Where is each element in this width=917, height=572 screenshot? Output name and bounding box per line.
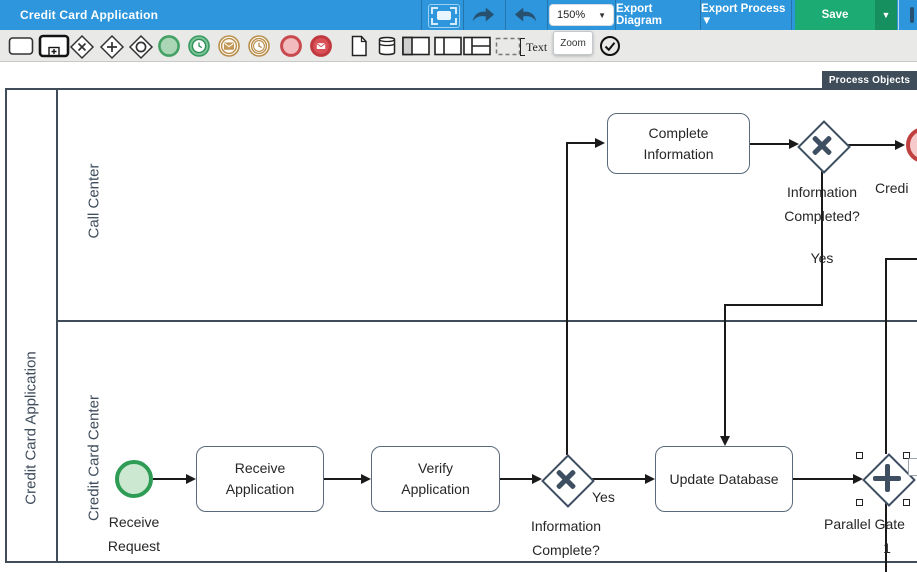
- pool-left-border: [5, 88, 7, 563]
- context-pad-partial[interactable]: [908, 458, 917, 476]
- header-overflow-button[interactable]: [898, 0, 917, 30]
- pool-tool[interactable]: [401, 34, 431, 63]
- undo-button[interactable]: [514, 6, 538, 29]
- arrowhead: [361, 474, 371, 484]
- start-event-icon: [158, 35, 180, 57]
- check-circle-icon: [600, 36, 620, 56]
- label-end-event: Credi: [875, 180, 909, 196]
- zoom-level-select[interactable]: 150% ▼: [549, 4, 614, 26]
- selection-handle[interactable]: [903, 499, 910, 506]
- task-complete-information[interactable]: Complete Information: [607, 113, 750, 174]
- lane-label-call-center: Call Center: [85, 163, 103, 239]
- database-tool[interactable]: [375, 34, 399, 63]
- pool-icon: [402, 36, 430, 56]
- diagram-canvas[interactable]: Process Objects Credit Card Application …: [0, 62, 917, 572]
- caret-down-icon: ▼: [881, 10, 891, 20]
- selection-handle[interactable]: [856, 452, 863, 459]
- end-event-icon: [280, 35, 302, 57]
- label-information-complete: Information Complete?: [530, 518, 602, 558]
- pool-top-border: [5, 88, 917, 90]
- arrowhead: [895, 140, 905, 150]
- save-dropdown-button[interactable]: ▼: [875, 0, 897, 30]
- undo-arrow-icon: [514, 7, 537, 22]
- task-icon: [8, 37, 34, 55]
- label-information-completed: Information Completed?: [784, 184, 860, 224]
- label-yes-lower: Yes: [592, 489, 615, 505]
- subprocess-icon: [38, 34, 70, 58]
- timer-intermediate-event-tool[interactable]: [247, 34, 271, 63]
- text-annotation-icon: [520, 38, 525, 56]
- message-intermediate-event-icon: [218, 35, 240, 57]
- text-annotation-tool[interactable]: Text: [520, 38, 547, 56]
- pool-label: Credit Card Application: [22, 351, 40, 505]
- message-end-event-icon: [310, 35, 332, 57]
- start-event-tool[interactable]: [157, 34, 181, 63]
- selection-handle[interactable]: [903, 452, 910, 459]
- arrowhead: [186, 474, 196, 484]
- export-diagram-button[interactable]: Export Diagram: [616, 3, 663, 27]
- task-update-database[interactable]: Update Database: [655, 446, 793, 512]
- zoom-level-value: 150%: [557, 9, 586, 21]
- task-tool[interactable]: [8, 34, 34, 63]
- save-button[interactable]: Save: [795, 0, 875, 30]
- document-icon: [351, 35, 367, 57]
- label-receive-request: Receive Request: [107, 514, 161, 554]
- group-tool[interactable]: [495, 37, 521, 61]
- arrowhead: [720, 436, 730, 446]
- document-tool[interactable]: [347, 34, 371, 63]
- validate-tool[interactable]: [598, 34, 622, 63]
- label-parallel-gateway-2: 1: [883, 540, 891, 556]
- task-verify-application[interactable]: Verify Application: [371, 446, 500, 512]
- parallel-gateway-icon: [99, 34, 125, 60]
- label-yes-upper: Yes: [810, 250, 834, 266]
- diagram-title: Credit Card Application: [20, 8, 159, 22]
- timer-intermediate-event-icon: [248, 35, 270, 57]
- pool-lanes-icon: [463, 36, 491, 56]
- subprocess-tool[interactable]: [38, 34, 70, 63]
- timer-start-event-icon: [188, 35, 210, 57]
- caret-down-icon: ▼: [598, 10, 606, 20]
- pool-columns-icon: [434, 36, 462, 56]
- lane-divider: [56, 320, 917, 322]
- arrowhead: [645, 474, 655, 484]
- header-bar: Credit Card Application 150% ▼ Export Di…: [0, 0, 917, 30]
- fit-to-screen-button[interactable]: [428, 4, 460, 28]
- pool-bottom-border: [5, 561, 917, 563]
- exclusive-gateway-tool[interactable]: [69, 34, 95, 65]
- inclusive-gateway-icon: [128, 34, 154, 60]
- fullscreen-icon: [431, 7, 438, 14]
- end-event[interactable]: [906, 127, 917, 163]
- pool-lanes-tool[interactable]: [462, 34, 492, 63]
- task-receive-application[interactable]: Receive Application: [196, 446, 324, 512]
- partial-icon: [910, 7, 914, 23]
- arrowhead: [853, 474, 863, 484]
- redo-button[interactable]: [471, 6, 495, 29]
- label-parallel-gateway: Parallel Gate: [824, 516, 905, 532]
- exclusive-gateway-icon: [69, 34, 95, 60]
- zoom-tooltip: Zoom: [553, 31, 593, 55]
- pool-columns-tool[interactable]: [433, 34, 463, 63]
- arrowhead: [789, 139, 799, 149]
- export-process-button[interactable]: Export Process ▼: [701, 3, 786, 27]
- selection-handle[interactable]: [856, 499, 863, 506]
- start-event[interactable]: [115, 460, 153, 498]
- redo-arrow-icon: [472, 7, 495, 22]
- group-icon: [495, 37, 521, 56]
- end-event-tool[interactable]: [279, 34, 303, 63]
- lane-label-credit-card-center: Credit Card Center: [85, 395, 103, 521]
- parallel-gateway-tool[interactable]: [99, 34, 125, 65]
- timer-start-event-tool[interactable]: [187, 34, 211, 63]
- inclusive-gateway-tool[interactable]: [128, 34, 154, 65]
- arrowhead: [595, 138, 605, 148]
- process-objects-tab[interactable]: Process Objects: [822, 71, 917, 89]
- pool-label-divider: [56, 88, 58, 563]
- arrowhead: [532, 474, 542, 484]
- message-end-event-tool[interactable]: [309, 34, 333, 63]
- message-intermediate-event-tool[interactable]: [217, 34, 241, 63]
- database-icon: [378, 36, 396, 56]
